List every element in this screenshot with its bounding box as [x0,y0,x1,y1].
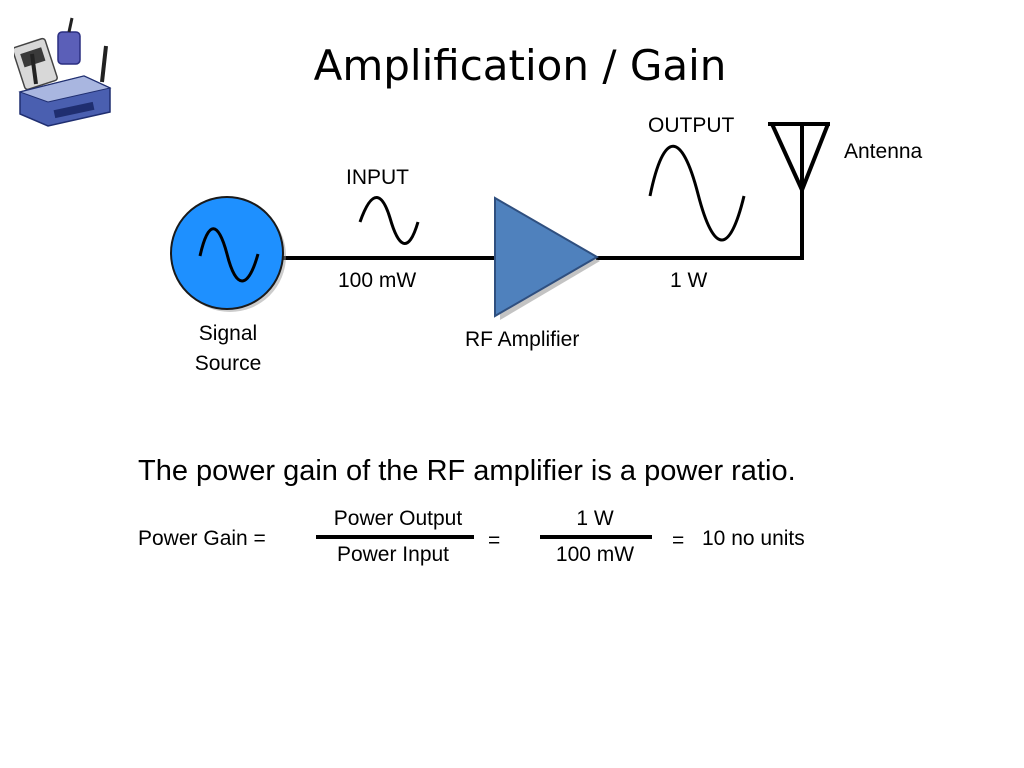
signal-source [170,196,286,312]
equation-equals-2: = [672,529,685,552]
input-wave [358,196,420,246]
equation-result: 10 no units [702,527,805,550]
antenna-icon [768,122,830,191]
fraction-bar-2 [540,535,652,539]
gain-statement: The power gain of the RF amplifier is a … [138,455,796,487]
signal-source-label: Signal Source [176,322,280,376]
input-power-label: 100 mW [338,269,417,292]
wireless-router-icon [14,17,112,127]
sine-wave-icon [198,227,260,283]
amplifier-label: RF Amplifier [465,328,580,351]
slide-title: Amplification / Gain [313,41,727,90]
equation-lhs: Power Gain = [138,527,266,550]
triangle-amplifier-icon [494,196,600,320]
equation-numerator-1: Power Output [333,507,463,530]
output-power-label: 1 W [670,269,708,292]
antenna-label: Antenna [844,140,923,163]
equation-denominator-2: 100 mW [555,543,635,566]
output-wave [648,144,746,242]
equation-equals-1: = [488,529,501,552]
signal-source-label-line1: Signal [198,322,258,345]
signal-source-label-line2: Source [194,352,262,375]
equation-denominator-1: Power Input [336,543,450,566]
output-label: OUTPUT [648,114,735,137]
input-label: INPUT [346,166,409,189]
fraction-bar-1 [316,535,474,539]
equation-numerator-2: 1 W [576,507,614,530]
